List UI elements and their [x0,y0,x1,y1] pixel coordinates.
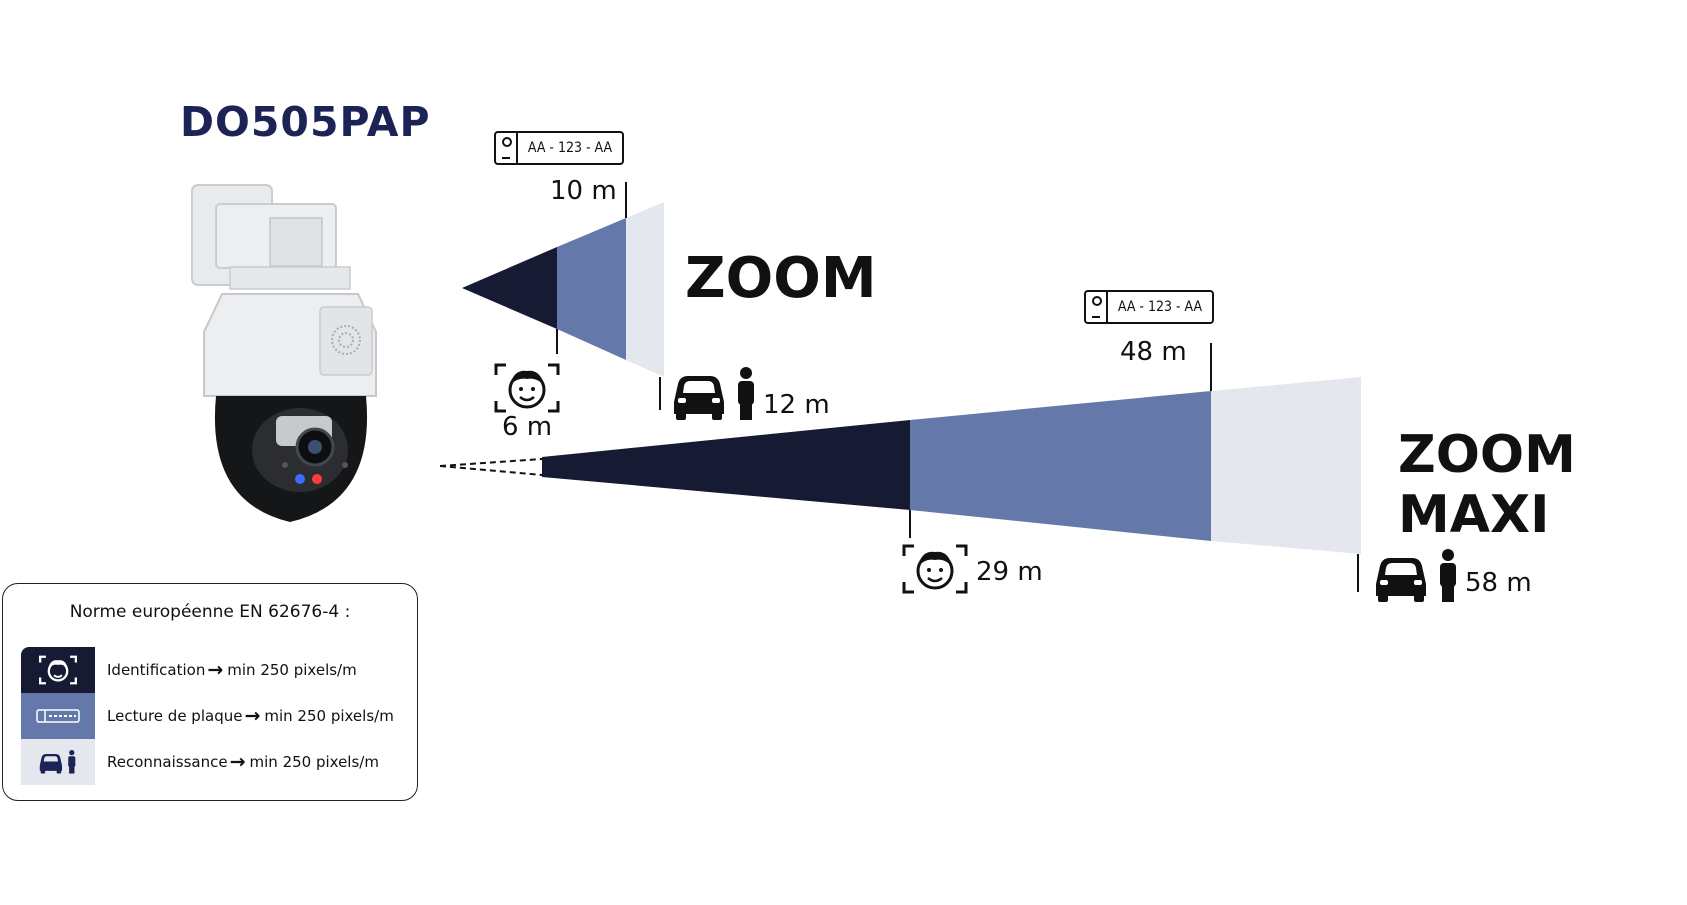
legend-value-plate-reading: min 250 pixels/m [264,707,394,725]
arrow-right-icon: → [229,751,246,773]
zoom-maxi-identification-zone [542,420,910,510]
legend-row-plate-reading: Lecture de plaque → min 250 pixels/m [21,693,401,739]
zoom-maxi-recognition-zone [1211,377,1361,554]
arrow-right-icon: → [244,705,261,727]
license-plate-icon [36,709,80,723]
legend-title: Norme européenne EN 62676-4 : [69,602,351,622]
legend-row-recognition: Reconnaissance → min 250 pixels/m [21,739,401,785]
legend-box: Norme européenne EN 62676-4 : Identifica… [2,583,418,801]
zoom-face-icon [494,363,560,413]
legend-text-recognition: Reconnaissance → min 250 pixels/m [107,751,379,773]
face-icon [39,655,77,685]
zoom-maxi-identification-distance: 29 m [976,557,1043,587]
legend-swatch-recognition [21,739,95,785]
zoom-identification-zone [462,247,557,329]
plate-stamp-icon [496,133,518,163]
zoom-plate-text: AA - 123 - AA [527,140,613,156]
legend-label-plate-reading: Lecture de plaque [107,707,243,725]
zoom-maxi-plate-zone [910,391,1211,541]
legend-value-identification: min 250 pixels/m [227,661,357,679]
legend-value-recognition: min 250 pixels/m [249,753,379,771]
zoom-maxi-recognition-distance: 58 m [1465,568,1532,598]
zoom-plate-badge: AA - 123 - AA [494,131,624,165]
plate-stamp-icon [1086,292,1108,322]
zoom-plate-zone [557,218,626,360]
zoom-car-person-icon [674,367,754,420]
ptz-camera-image [191,184,377,522]
zoom-identification-distance: 6 m [502,412,553,442]
zoom-maxi-label: ZOOM MAXI [1398,425,1576,545]
legend-text-plate-reading: Lecture de plaque → min 250 pixels/m [107,705,394,727]
legend-label-identification: Identification [107,661,206,679]
arrow-right-icon: → [207,659,224,681]
car-person-icon [39,750,76,774]
zoom-label: ZOOM [685,246,877,311]
model-title: DO505PAP [180,98,431,146]
zoom-maxi-plate-badge: AA - 123 - AA [1084,290,1214,324]
zoom-maxi-plate-distance: 48 m [1120,337,1187,367]
zoom-maxi-plate-text: AA - 123 - AA [1117,299,1203,315]
zoom-plate-distance: 10 m [550,176,617,206]
zoom-maxi-car-person-icon [1376,549,1456,602]
legend-row-identification: Identification → min 250 pixels/m [21,647,401,693]
legend-swatch-identification [21,647,95,693]
legend-label-recognition: Reconnaissance [107,753,228,771]
zoom-recognition-zone [626,202,664,377]
zoom-maxi-face-icon [902,544,968,594]
zoom-maxi-origin-dash [439,458,543,467]
legend-swatch-plate-reading [21,693,95,739]
zoom-recognition-distance: 12 m [763,390,830,420]
legend-text-identification: Identification → min 250 pixels/m [107,659,357,681]
